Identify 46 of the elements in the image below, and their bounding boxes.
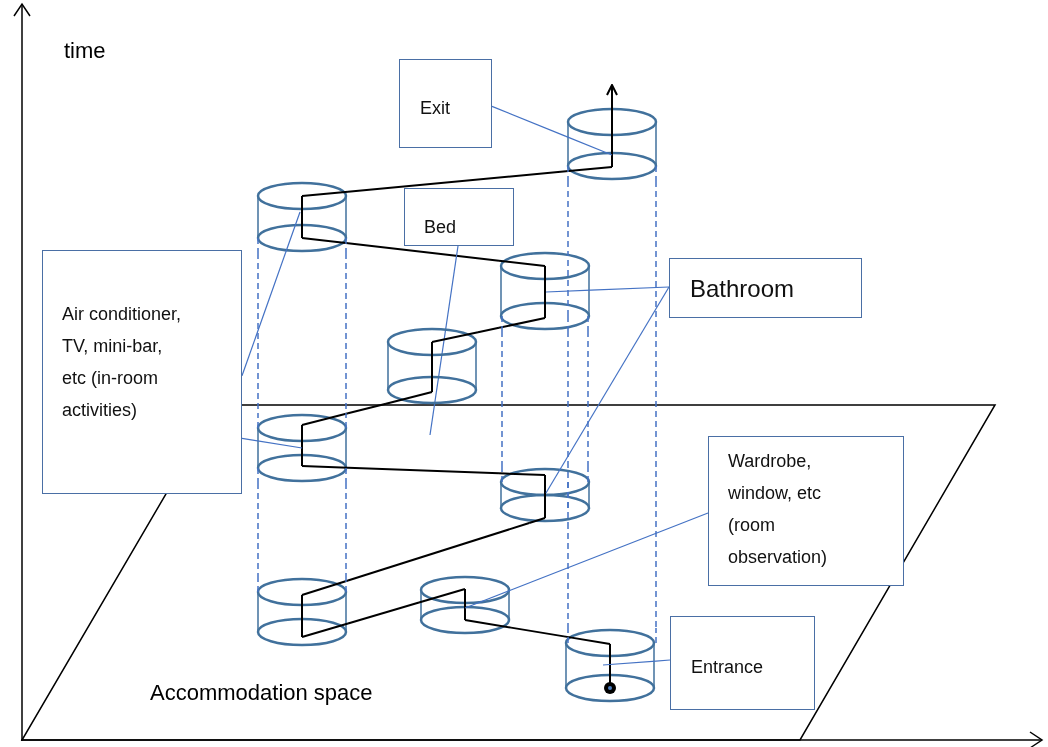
cylinder-drawing	[386, 327, 478, 405]
dashed-guide-line	[501, 330, 503, 468]
leader-line	[590, 286, 670, 291]
label-box	[670, 616, 815, 710]
cylinder-drawing	[256, 181, 348, 253]
path-line	[347, 242, 500, 262]
leader-line	[491, 105, 567, 137]
cylinder-drawing	[564, 628, 656, 703]
path-line	[347, 466, 500, 475]
path-line	[510, 626, 565, 638]
dashed-guide-line	[257, 482, 259, 578]
leader-line	[655, 659, 671, 662]
cylinder-drawing	[419, 575, 511, 635]
axis-label: time	[64, 38, 106, 64]
cylinder-drawing	[566, 107, 658, 181]
box-text: Air conditioner, TV, mini-bar, etc (in-room activities)	[62, 303, 183, 422]
dashed-guide-line	[567, 522, 569, 629]
dashed-guide-line	[345, 482, 347, 578]
leader-line	[241, 252, 287, 377]
box-text: Entrance	[691, 656, 764, 679]
box-text: Bed	[424, 216, 457, 239]
leader-line	[560, 286, 670, 468]
box-text: Bathroom	[690, 275, 795, 303]
arrow	[606, 84, 618, 108]
path-line	[347, 601, 420, 625]
leader-line	[241, 437, 257, 442]
leader-line	[510, 512, 709, 591]
label-box	[669, 258, 862, 318]
dashed-guide-line	[587, 330, 589, 468]
path-line	[477, 326, 500, 334]
cylinder-drawing	[499, 467, 591, 523]
dashed-guide-line	[655, 180, 657, 629]
label-box	[42, 250, 242, 494]
cylinder-drawing	[499, 251, 591, 331]
box-text: Wardrobe, window, etc (room observation)	[728, 450, 829, 569]
box-text: Exit	[420, 97, 450, 120]
cylinder-drawing	[256, 413, 348, 483]
leader-line	[429, 245, 459, 436]
path-line	[347, 522, 531, 582]
label-box	[399, 59, 492, 148]
cylinder-drawing	[256, 577, 348, 647]
path-line	[347, 170, 567, 193]
dashed-guide-line	[567, 330, 569, 468]
path-line	[347, 402, 387, 415]
plane-label: Accommodation space	[150, 680, 373, 706]
label-box	[404, 188, 514, 246]
